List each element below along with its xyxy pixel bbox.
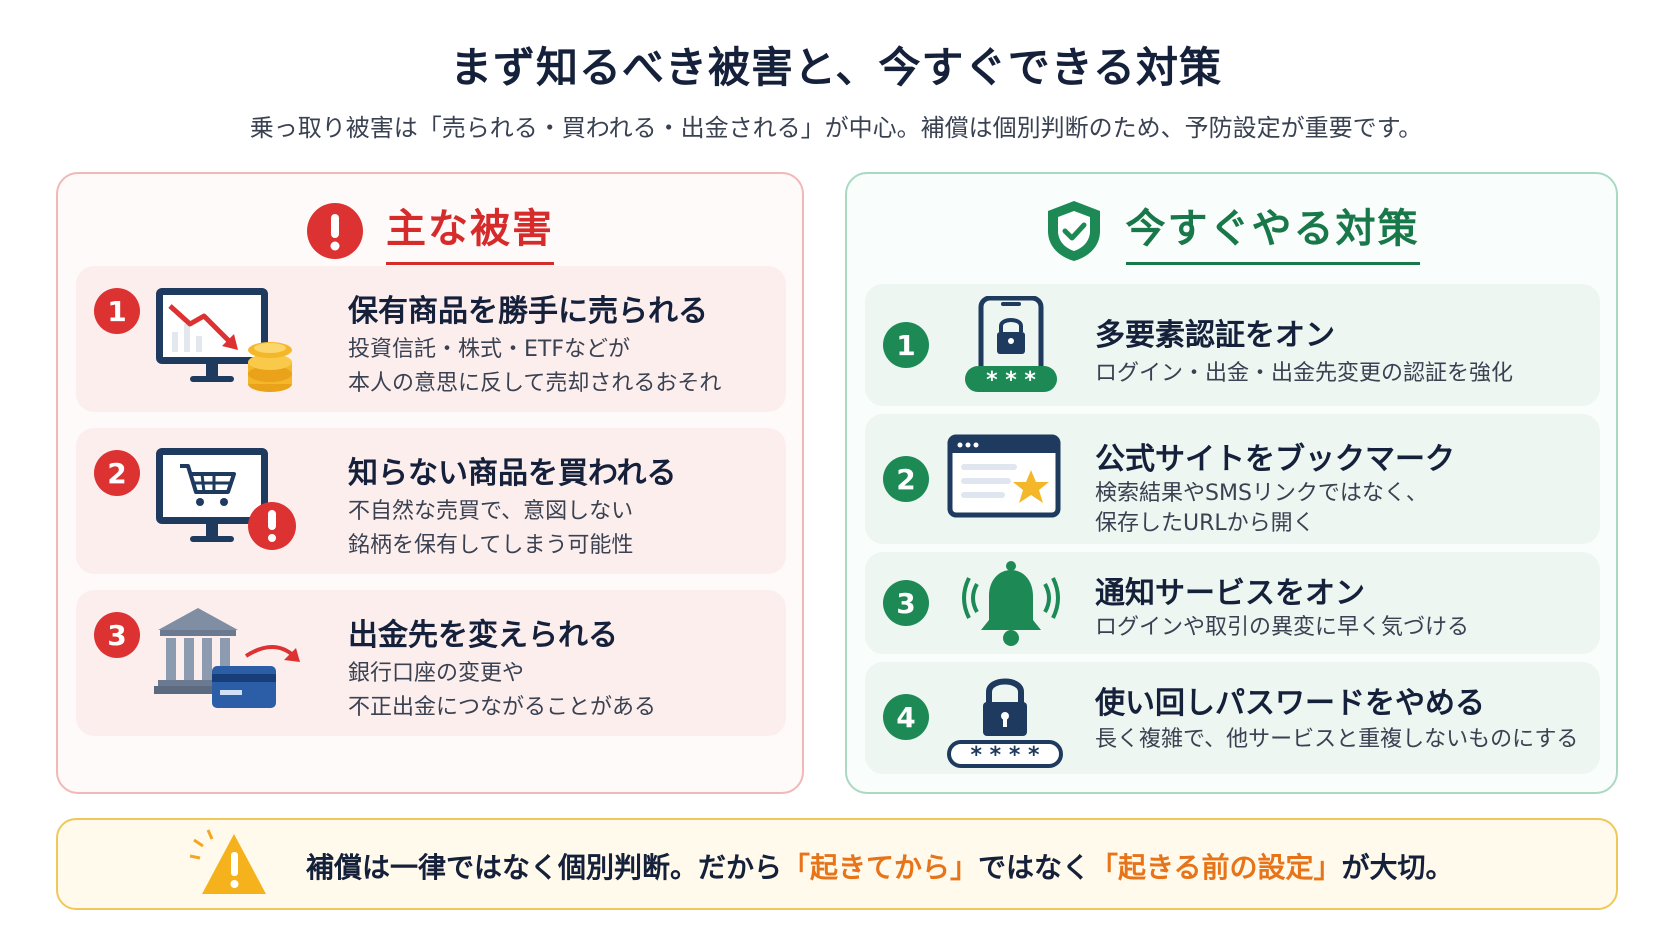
bell-notification-icon	[962, 561, 1060, 646]
damage-heading: 主な被害	[386, 196, 554, 265]
damage-panel-header: 主な被害	[58, 196, 802, 265]
measure-desc-2b: 保存したURLから開く	[1095, 511, 1315, 536]
measure-item-1: 1 * * * 多要素認証をオン ログイン・出金・出金先変更の認証を強化	[865, 284, 1600, 406]
phone-lock-password-icon: * * *	[965, 296, 1057, 393]
damage-desc-2a: 不自然な売買で、意図しない	[348, 499, 634, 524]
page-subtitle: 乗っ取り被害は「売られる・買われる・出金される」が中心。補償は個別判断のため、予…	[249, 114, 1423, 142]
damage-item-1: 1 保有商品を勝手に売られる 投資信託・株式・ETFなどが 本人の意思に反して売…	[76, 266, 786, 412]
banner-highlight-2: 「起きる前の設定」	[1090, 851, 1342, 884]
browser-star-bookmark-icon	[947, 434, 1061, 518]
measure-item-4: 4 * * * * 使い回しパスワードをやめる 長く複雑で、他サービスと重複しな…	[865, 662, 1600, 774]
measure-desc-1a: ログイン・出金・出金先変更の認証を強化	[1095, 361, 1514, 386]
monitor-cart-alert-icon	[156, 448, 296, 550]
damage-number-2: 2	[94, 450, 140, 496]
measure-desc-3a: ログインや取引の異変に早く気づける	[1095, 615, 1470, 640]
measure-number-4: 4	[883, 694, 929, 740]
shield-check-icon	[1047, 200, 1100, 261]
measure-title-3: 通知サービスをオン	[1095, 576, 1365, 611]
banner-text-part1: 補償は一律ではなく個別判断。だから	[306, 851, 783, 884]
banner-text: 補償は一律ではなく個別判断。だから「起きてから」ではなく「起きる前の設定」が大切…	[306, 846, 1454, 886]
measure-number-2: 2	[883, 456, 929, 502]
damage-desc-3b: 不正出金につながることがある	[348, 695, 657, 720]
banner-text-part3: が大切。	[1341, 851, 1454, 884]
page-title: まず知るべき被害と、今すぐできる対策	[450, 43, 1222, 92]
svg-text:* * *: * * *	[986, 368, 1036, 393]
damage-title-1: 保有商品を勝手に売られる	[348, 294, 708, 329]
exclamation-circle-icon	[307, 202, 363, 259]
damage-title-2: 知らない商品を買われる	[348, 456, 677, 491]
padlock-password-icon: * * * *	[947, 678, 1063, 768]
measure-title-4: 使い回しパスワードをやめる	[1095, 686, 1485, 721]
bottom-banner: 補償は一律ではなく個別判断。だから「起きてから」ではなく「起きる前の設定」が大切…	[56, 818, 1618, 910]
damage-number-3: 3	[94, 612, 140, 658]
measure-number-1: 1	[883, 322, 929, 368]
svg-text:* * * *: * * * *	[971, 743, 1040, 768]
damage-item-3: 3 出金先を変えられる 銀行口座の変更や 不正出金につながることがある	[76, 590, 786, 736]
banner-text-part2: ではなく	[978, 851, 1091, 884]
damage-panel: 主な被害 1 保有商品を勝手に売られる 投資信託・株式・ETFなどが 本人の意思…	[56, 172, 804, 794]
measures-heading: 今すぐやる対策	[1125, 196, 1420, 265]
measures-panel: 今すぐやる対策 1 * * * 多要素認証をオン ログイン・出金・出金先変更の認…	[845, 172, 1618, 794]
measures-panel-header: 今すぐやる対策	[847, 196, 1616, 265]
damage-desc-1b: 本人の意思に反して売却されるおそれ	[348, 371, 722, 396]
damage-desc-1a: 投資信託・株式・ETFなどが	[348, 337, 630, 362]
measure-title-2: 公式サイトをブックマーク	[1095, 442, 1455, 477]
damage-desc-3a: 銀行口座の変更や	[348, 661, 525, 686]
measure-desc-2a: 検索結果やSMSリンクではなく、	[1095, 481, 1428, 506]
measure-number-3: 3	[883, 580, 929, 626]
measure-item-3: 3 通知サービスをオン ログインや取引の異変に早く気づける	[865, 552, 1600, 654]
monitor-falling-chart-coins-icon	[156, 288, 292, 392]
measure-desc-4a: 長く複雑で、他サービスと重複しないものにする	[1095, 727, 1579, 752]
bank-card-arrow-icon	[154, 608, 300, 708]
damage-title-3: 出金先を変えられる	[348, 618, 618, 653]
damage-desc-2b: 銘柄を保有してしまう可能性	[348, 533, 634, 558]
damage-number-1: 1	[94, 288, 140, 334]
measure-title-1: 多要素認証をオン	[1095, 318, 1335, 353]
banner-highlight-1: 「起きてから」	[782, 851, 979, 884]
warning-triangle-icon	[189, 829, 266, 894]
damage-item-2: 2 知らない商品を買われる 不自然な売買で、意図しない 銘柄を保有してしまう可能…	[76, 428, 786, 574]
measure-item-2: 2 公式サイトをブックマーク 検索結果やSMSリンクではなく、 保存したURLか…	[865, 414, 1600, 544]
